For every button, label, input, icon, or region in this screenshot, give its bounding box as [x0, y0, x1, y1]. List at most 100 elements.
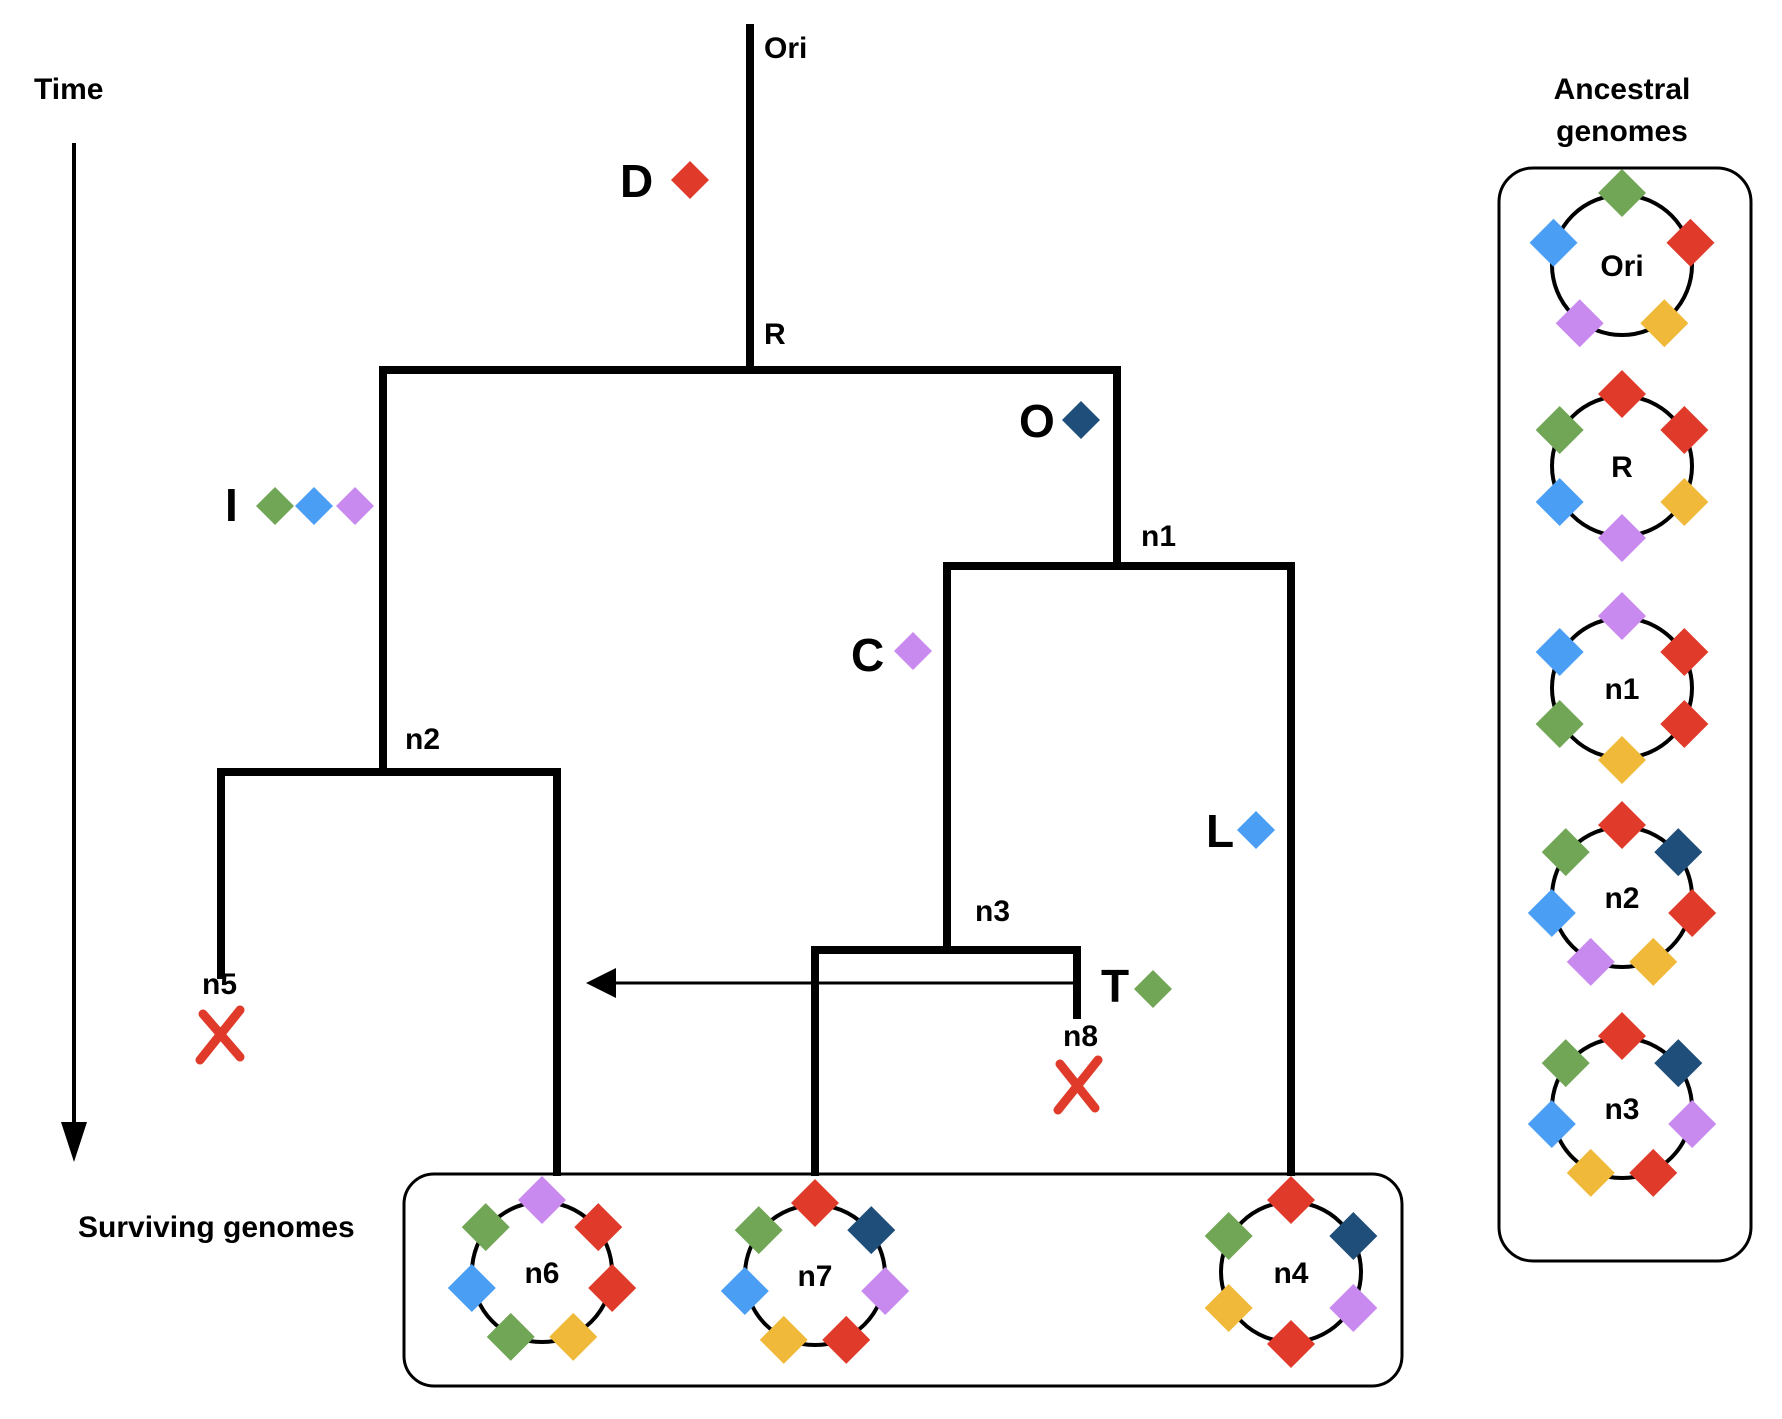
navy-gene-marker: [1654, 828, 1703, 877]
event-label-o: O: [1019, 395, 1055, 447]
blue-gene-marker: [447, 1264, 496, 1313]
red-gene-marker: [1666, 218, 1715, 267]
genome-ring-label: n3: [1604, 1093, 1639, 1126]
yellow-gene-marker: [1598, 736, 1646, 784]
blue-gene-marker: [1535, 478, 1584, 526]
purple-gene-marker: [1598, 514, 1646, 562]
purple-gene-marker: [1566, 937, 1615, 986]
red-gene-marker: [1267, 1176, 1315, 1224]
yellow-gene-marker: [549, 1312, 598, 1361]
ancestral-genome-n3: n3: [1527, 1012, 1717, 1197]
green-gene-marker: [486, 1312, 535, 1361]
genome-ring-label: n4: [1273, 1257, 1308, 1290]
event-label-l: L: [1206, 805, 1234, 857]
node-label-n1: n1: [1141, 520, 1176, 553]
red-gene-marker: [1598, 1012, 1646, 1060]
red-gene-marker: [1660, 628, 1709, 676]
surviving-genomes-box: [402, 1172, 1404, 1388]
blue-gene-marker: [720, 1267, 769, 1316]
red-gene-marker: [1267, 1320, 1315, 1368]
surviving-genome-n6: n6: [447, 1176, 637, 1361]
branch-n2-split: [217, 768, 561, 1176]
genome-ring-label: n6: [524, 1257, 559, 1290]
purple-gene-marker: [1329, 1284, 1378, 1332]
event-c-purple-gene-marker: [894, 632, 932, 670]
ancestral-genome-r: R: [1535, 370, 1709, 562]
green-gene-marker: [1541, 828, 1590, 877]
red-gene-marker: [1598, 370, 1646, 418]
extinction-mark-n8: [1053, 1055, 1103, 1115]
event-i-blue-gene-marker: [295, 487, 333, 525]
blue-gene-marker: [1535, 628, 1584, 676]
yellow-gene-marker: [1566, 1148, 1615, 1197]
genome-ring-label: Ori: [1600, 250, 1643, 283]
time-label: Time: [34, 73, 103, 106]
node-label-n3: n3: [975, 895, 1010, 928]
red-gene-marker: [1660, 406, 1709, 454]
green-gene-marker: [1535, 700, 1584, 748]
event-gene-markers: [256, 161, 1275, 1008]
ancestral-genomes-box: [1497, 166, 1753, 1263]
yellow-gene-marker: [1640, 299, 1689, 348]
event-i-purple-gene-marker: [336, 487, 374, 525]
genome-ring-label: n2: [1604, 882, 1639, 915]
purple-gene-marker: [861, 1267, 910, 1316]
blue-gene-marker: [1529, 218, 1578, 267]
blue-gene-marker: [1527, 889, 1576, 938]
yellow-gene-marker: [1660, 478, 1709, 526]
event-label-d: D: [620, 155, 653, 207]
time-axis-arrowhead: [61, 1122, 87, 1162]
purple-gene-marker: [1555, 299, 1604, 348]
yellow-gene-marker: [1204, 1284, 1253, 1332]
yellow-gene-marker: [1629, 937, 1678, 986]
red-gene-marker: [1598, 801, 1646, 849]
navy-gene-marker: [1329, 1212, 1378, 1260]
red-gene-marker: [1629, 1148, 1678, 1197]
red-gene-marker: [588, 1264, 637, 1313]
navy-gene-marker: [1654, 1039, 1703, 1088]
node-label-n2: n2: [405, 723, 440, 756]
node-label-n5: n5: [202, 968, 237, 1001]
node-label-n8: n8: [1063, 1020, 1098, 1053]
event-label-c: C: [851, 629, 884, 681]
blue-gene-marker: [1527, 1100, 1576, 1149]
ancestral-genomes-title-line1: Ancestral: [1554, 73, 1691, 106]
ancestral-genome-n2: n2: [1527, 801, 1717, 986]
branch-n3-split: [811, 946, 1081, 1176]
red-gene-marker: [791, 1179, 839, 1227]
event-l-blue-gene-marker: [1237, 811, 1275, 849]
green-gene-marker: [1541, 1039, 1590, 1088]
species-tree: [217, 24, 1295, 1176]
purple-gene-marker: [1668, 1100, 1717, 1149]
surviving-genome-n4: n4: [1204, 1176, 1378, 1368]
genome-ring-label: n1: [1604, 673, 1639, 706]
red-gene-marker: [822, 1315, 871, 1364]
green-gene-marker: [734, 1206, 783, 1255]
event-label-i: I: [225, 479, 238, 531]
node-label-ori: Ori: [764, 32, 807, 65]
event-o-navy-gene-marker: [1062, 401, 1100, 439]
surviving-genome-n7: n7: [720, 1179, 910, 1364]
ancestral-genome-ori: Ori: [1529, 169, 1715, 348]
genome-ring-label: n7: [797, 1260, 832, 1293]
red-gene-marker: [574, 1203, 623, 1252]
event-t-green-gene-marker: [1134, 970, 1172, 1008]
purple-gene-marker: [518, 1176, 566, 1224]
purple-gene-marker: [1598, 592, 1646, 640]
branch-root-split: [379, 366, 1121, 772]
surviving-genomes-label: Surviving genomes: [78, 1211, 355, 1244]
event-label-t: T: [1101, 960, 1129, 1012]
green-gene-marker: [1204, 1212, 1253, 1260]
green-gene-marker: [461, 1203, 510, 1252]
genome-ring-label: R: [1611, 451, 1633, 484]
navy-gene-marker: [847, 1206, 896, 1255]
green-gene-marker: [1535, 406, 1584, 454]
ancestral-genome-n1: n1: [1535, 592, 1709, 784]
event-d-red-gene-marker: [671, 161, 709, 199]
event-i-green-gene-marker: [256, 487, 294, 525]
red-gene-marker: [1668, 889, 1717, 938]
green-gene-marker: [1598, 169, 1646, 217]
yellow-gene-marker: [759, 1315, 808, 1364]
